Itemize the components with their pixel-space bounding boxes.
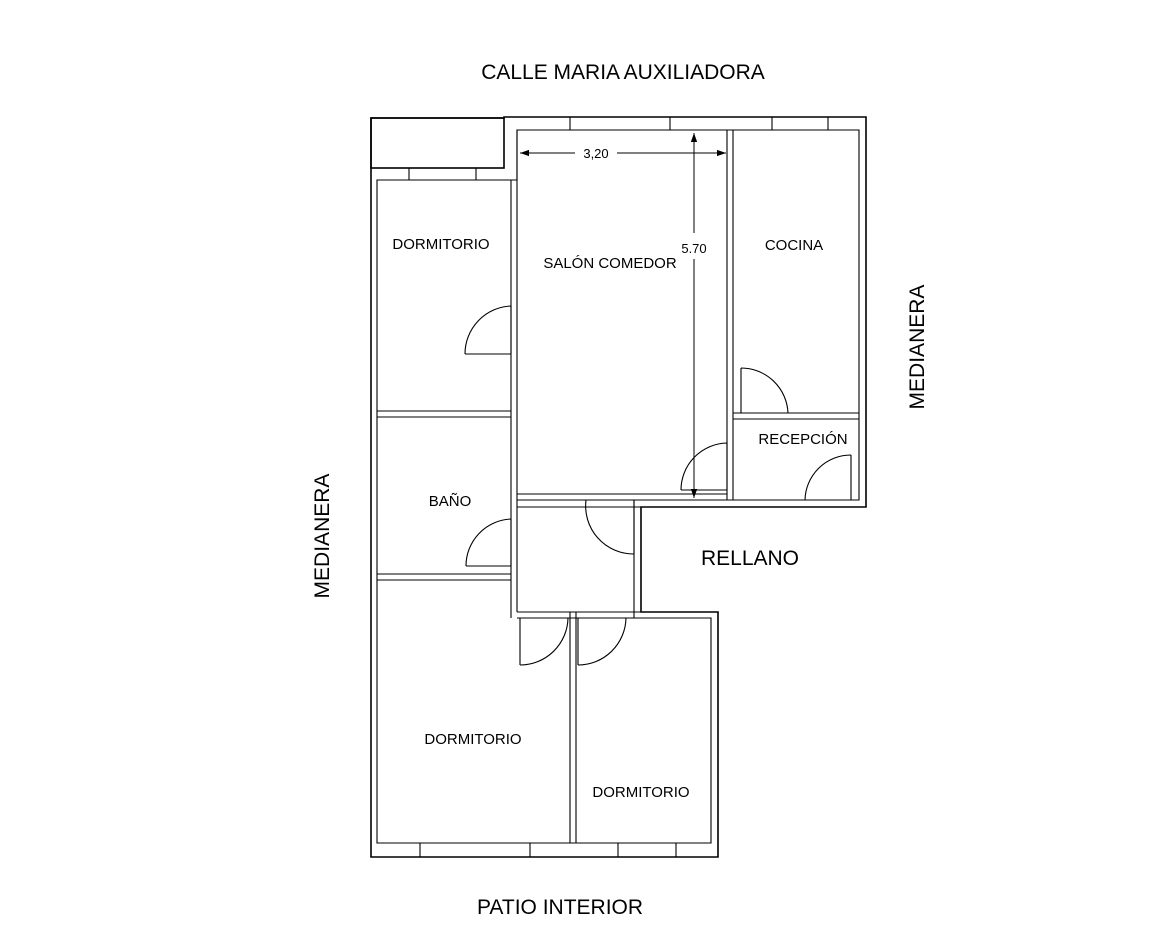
dimension-width-label: 3,20 (583, 146, 608, 161)
room-label-bedroom-bottom-right: DORMITORIO (592, 784, 689, 801)
room-label-bathroom: BAÑO (429, 493, 472, 510)
room-label-living-dining: SALÓN COMEDOR (543, 255, 677, 272)
landing-label: RELLANO (701, 547, 799, 570)
dimension-lines (520, 133, 726, 498)
doors (464, 305, 852, 666)
patio-label: PATIO INTERIOR (477, 896, 643, 919)
party-wall-right-label: MEDIANERA (906, 285, 929, 410)
party-wall-left-label: MEDIANERA (311, 474, 334, 599)
street-label: CALLE MARIA AUXILIADORA (481, 61, 765, 84)
room-label-bedroom-bottom-left: DORMITORIO (424, 731, 521, 748)
dimension-length-label: 5.70 (681, 241, 706, 256)
room-label-kitchen: COCINA (765, 237, 823, 254)
room-label-reception: RECEPCIÓN (758, 431, 847, 448)
room-label-bedroom-top-left: DORMITORIO (392, 236, 489, 253)
